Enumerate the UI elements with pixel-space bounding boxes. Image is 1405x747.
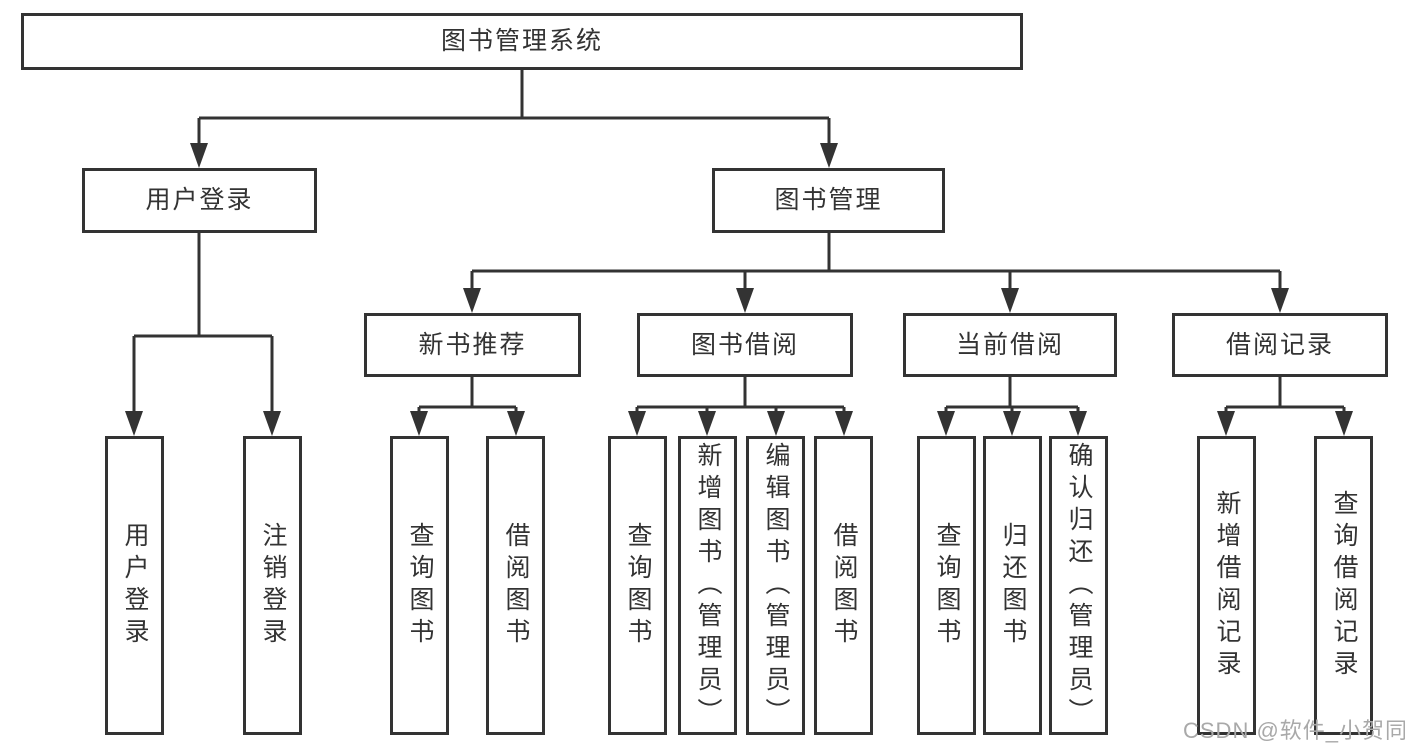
watermark: CSDN @软件_小贺同学 bbox=[1183, 718, 1405, 743]
leaf-add-borrow-record: 新增借阅记录 bbox=[1197, 436, 1256, 735]
leaf-borrow-books-1: 借阅图书 bbox=[486, 436, 545, 735]
node-book-borrow: 图书借阅 bbox=[637, 313, 853, 377]
leaf-return-book: 归还图书 bbox=[983, 436, 1042, 735]
leaf-edit-book-admin: 编辑图书（管理员） bbox=[746, 436, 805, 735]
node-book-management: 图书管理 bbox=[712, 168, 945, 233]
leaf-user-login: 用户登录 bbox=[105, 436, 164, 735]
leaf-query-borrow-record: 查询借阅记录 bbox=[1314, 436, 1373, 735]
leaf-add-book-admin: 新增图书（管理员） bbox=[678, 436, 737, 735]
leaf-query-books-1: 查询图书 bbox=[390, 436, 449, 735]
node-current-borrow: 当前借阅 bbox=[903, 313, 1117, 377]
node-user-login: 用户登录 bbox=[82, 168, 317, 233]
leaf-confirm-return-admin: 确认归还（管理员） bbox=[1049, 436, 1108, 735]
leaf-query-books-3: 查询图书 bbox=[917, 436, 976, 735]
node-new-book-recommend: 新书推荐 bbox=[364, 313, 581, 377]
node-root: 图书管理系统 bbox=[21, 13, 1023, 70]
leaf-logout: 注销登录 bbox=[243, 436, 302, 735]
leaf-borrow-books-2: 借阅图书 bbox=[814, 436, 873, 735]
arrowheads bbox=[125, 143, 1353, 436]
leaf-query-books-2: 查询图书 bbox=[608, 436, 667, 735]
node-borrow-records: 借阅记录 bbox=[1172, 313, 1388, 377]
